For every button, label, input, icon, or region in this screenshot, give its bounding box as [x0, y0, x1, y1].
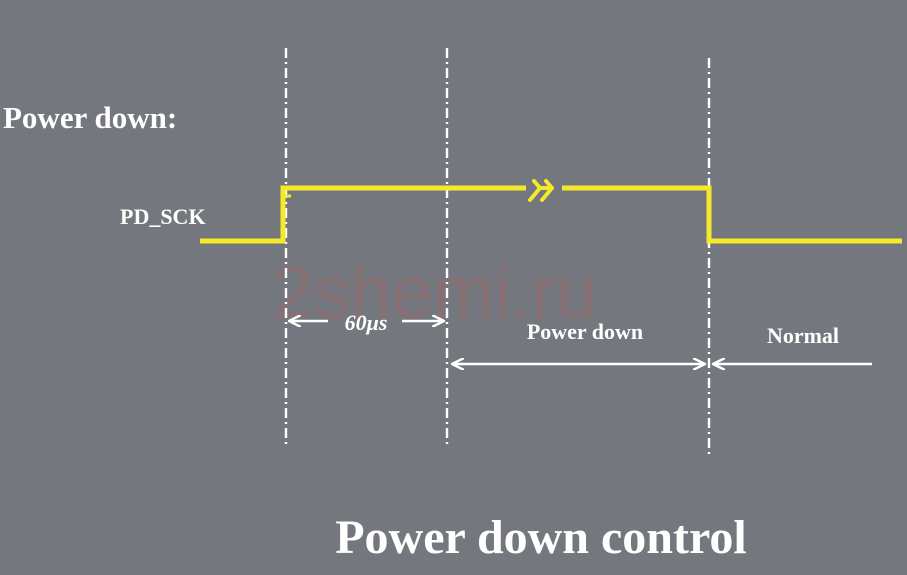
- signal-label: PD_SCK: [120, 204, 206, 229]
- interval-label: 60μs: [345, 310, 388, 335]
- break-symbol: [526, 176, 562, 202]
- pd-sck-waveform: [200, 185, 902, 244]
- normal-label: Normal: [767, 323, 839, 348]
- power-down-label: Power down: [527, 319, 643, 344]
- diagram-caption: Power down control: [335, 511, 747, 564]
- section-heading: Power down:: [3, 100, 177, 135]
